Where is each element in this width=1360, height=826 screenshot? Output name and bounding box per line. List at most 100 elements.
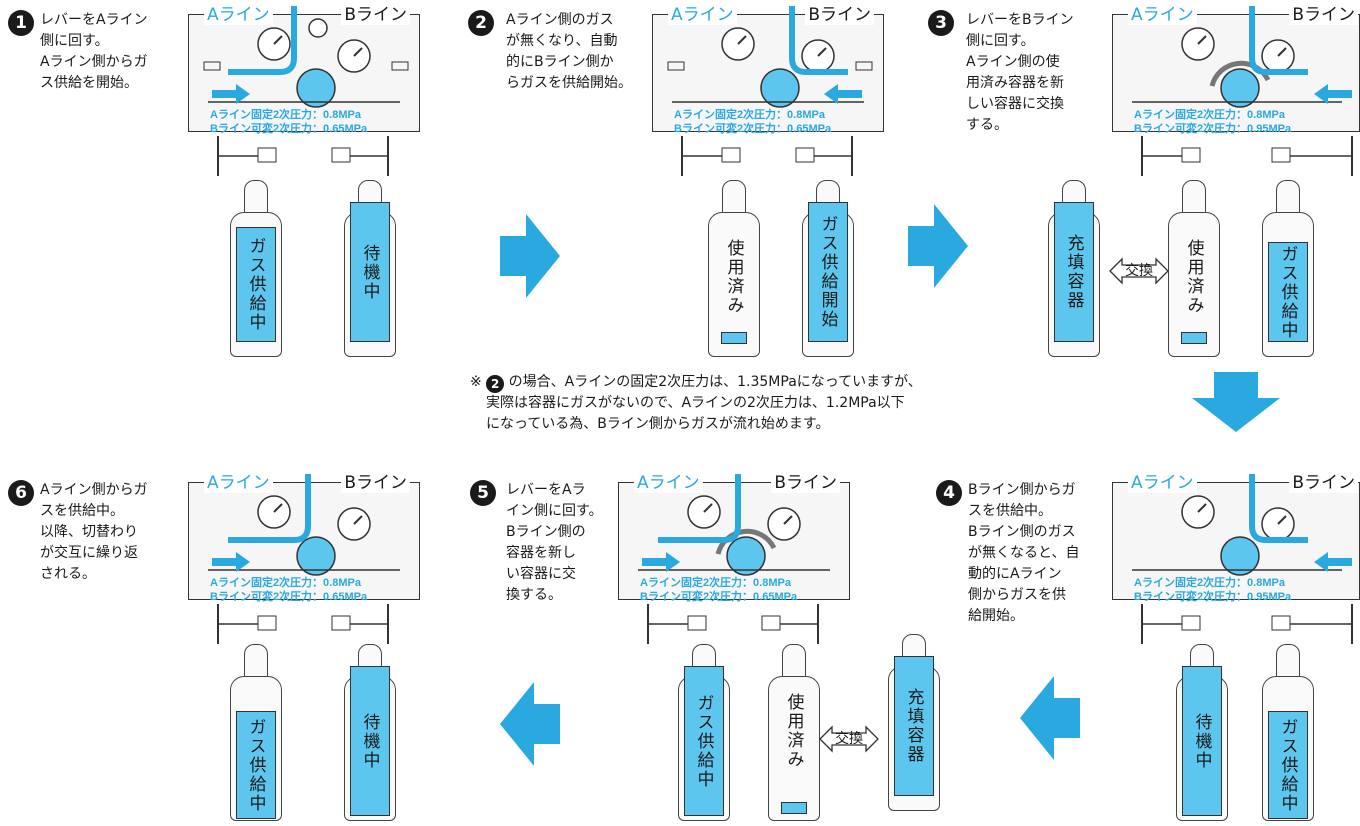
b-line-label: Bライン [341,0,410,25]
step-4-description: Bライン側からガ スを供給中。 Bライン側のガス が無くなると、自 動的にAライ… [968,480,1079,627]
step-3-line: レバーをBライン [966,12,1074,28]
step-2-description: Aライン側のガス が無くなり、自動 的にBライン側か らガスを供給開始。 [506,10,632,94]
a-line-label: Aライン [204,0,273,25]
cylinder-new: 充填容器 [884,626,944,811]
step-4-line: 動的にAライン [968,566,1062,582]
step-3-number: 3 [928,10,954,36]
step-1-line: 側に回す。 [40,33,109,49]
step-1-line: レバーをAライン [40,12,148,28]
regulator-panel-step-3: Aライン Bライン Aライン固定2次圧力：0.8MPa Bライン可変2次圧力：0… [1112,0,1360,136]
cylinder-status: ガス供給中 [1277,717,1298,813]
cylinder-status: 待機中 [359,243,380,301]
footnote-line: 実際は容器にガスがないので、Aラインの2次圧力は、1.2MPa以下 [486,395,905,411]
b-line-label: Bライン [1289,468,1358,493]
step-4-line: Bライン側からガ [968,482,1076,498]
cylinder-a: ガス供給中 [674,636,734,821]
step-4-line: が無くなると、自 [968,545,1080,561]
piping [1141,136,1353,176]
b-line-pressure: Bライン可変2次圧力：0.95MPa [1134,591,1292,603]
a-line-label: Aライン [1128,468,1197,493]
cylinder-status: ガス供給中 [245,717,266,813]
step-6-line: 以降、切替わり [40,524,138,540]
swap-indicator: 交換 [818,724,880,754]
piping [217,604,389,644]
a-line-label: Aライン [634,468,703,493]
a-line-pressure: Aライン固定2次圧力：0.8MPa [1134,109,1285,121]
step-6-line: Aライン側からガ [40,482,148,498]
step-4-line: 給開始。 [968,608,1024,624]
cylinder-status: 使用済み [783,693,804,769]
pressure-readout: Aライン固定2次圧力：0.8MPa Bライン可変2次圧力：0.95MPa [1134,576,1291,604]
cylinder-b: 待機中 [340,636,400,821]
cylinder-b: ガス供給中 [1258,636,1318,821]
step-3-line: する。 [966,117,1008,133]
step-1-line: ス供給を開始。 [40,75,138,91]
flow-arrow-right [500,214,560,298]
cylinder-b: 使用済み [764,636,824,821]
cylinder-status: 使用済み [723,239,744,315]
step-4-line: スを供給中。 [968,503,1052,519]
flow-arrow-left [500,682,560,766]
swap-label: 交換 [1125,263,1153,279]
cylinder-status: ガス供給中 [245,237,266,332]
cylinder-status: 充填容器 [903,688,924,764]
footnote: ※ 2 の場合、Aラインの固定2次圧力は、1.35MPaになっていますが、 実際… [470,372,922,435]
cylinder-a: 待機中 [1172,636,1232,821]
a-line-pressure: Aライン固定2次圧力：0.8MPa [640,577,791,589]
regulator-diagram [638,474,830,576]
b-line-label: Bライン [341,468,410,493]
step-6-line: される。 [40,566,96,582]
regulator-panel-step-6: Aライン Bライン Aライン固定2次圧力：0.8MPa Bライン可変2次圧力：0… [188,468,420,604]
regulator-panel-step-4: Aライン Bライン Aライン固定2次圧力：0.8MPa Bライン可変2次圧力：0… [1112,468,1360,604]
cylinder-new: 充填容器 [1044,172,1104,357]
step-5-description: レバーをAラ イン側に回す。 Bライン側の 容器を新し い容器に交 換する。 [506,480,603,606]
regulator-diagram [1132,474,1352,576]
cylinder-status: 充填容器 [1063,234,1084,310]
cylinder-a: 使用済み [1164,172,1224,357]
pressure-readout: Aライン固定2次圧力：0.8MPa Bライン可変2次圧力：0.65MPa [210,108,367,136]
step-1-line: Aライン側からガ [40,54,148,70]
swap-label: 交換 [835,731,863,747]
b-line-pressure: Bライン可変2次圧力：0.95MPa [1134,123,1292,135]
regulator-diagram [667,6,873,108]
pressure-readout: Aライン固定2次圧力：0.8MPa Bライン可変2次圧力：0.65MPa [674,108,831,136]
step-5-line: イン側に回す。 [506,503,603,519]
regulator-panel-step-2: Aライン Bライン Aライン固定2次圧力：0.8MPa Bライン可変2次圧力：0… [652,0,884,136]
flow-arrow-down [1192,372,1280,432]
piping [681,136,853,176]
b-line-pressure: Bライン可変2次圧力：0.65MPa [640,591,798,603]
regulator-diagram [1132,6,1352,108]
cylinder-status: 待機中 [359,712,380,770]
b-line-label: Bライン [771,468,840,493]
regulator-panel-step-5: Aライン Bライン Aライン固定2次圧力：0.8MPa Bライン可変2次圧力：0… [618,468,850,604]
piping [217,136,389,176]
step-6-line: スを供給中。 [40,503,124,519]
cylinder-b: ガス供給開始 [798,172,858,357]
step-6-description: Aライン側からガ スを供給中。 以降、切替わり が交互に繰り返 される。 [40,480,148,585]
step-3-line: Aライン側の使 [966,54,1060,70]
step-3-line: 用済み容器を新 [966,75,1064,91]
step-2-line: Aライン側のガス [506,12,614,28]
cylinder-a: 使用済み [704,172,764,357]
a-line-pressure: Aライン固定2次圧力：0.8MPa [210,109,361,121]
a-line-pressure: Aライン固定2次圧力：0.8MPa [210,577,361,589]
a-line-label: Aライン [668,0,737,25]
b-line-pressure: Bライン可変2次圧力：0.65MPa [674,123,832,135]
cylinder-b: 待機中 [340,172,400,357]
cylinder-status: ガス供給中 [1277,244,1298,340]
cylinder-status: 待機中 [1191,712,1212,770]
step-2-line: が無くなり、自動 [506,33,618,49]
step-5-number: 5 [470,480,496,506]
a-line-pressure: Aライン固定2次圧力：0.8MPa [1134,577,1285,589]
step-5-line: い容器に交 [506,566,576,582]
cylinder-status: ガス供給開始 [817,215,838,329]
cylinder-a: ガス供給中 [226,172,286,357]
b-line-pressure: Bライン可変2次圧力：0.65MPa [210,123,368,135]
step-4-line: Bライン側のガス [968,524,1076,540]
b-line-pressure: Bライン可変2次圧力：0.65MPa [210,591,368,603]
cylinder-b: ガス供給中 [1258,172,1318,357]
cylinder-status: 使用済み [1183,239,1204,315]
regulator-diagram [208,474,400,576]
flow-arrow-left [1020,676,1080,760]
a-line-pressure: Aライン固定2次圧力：0.8MPa [674,109,825,121]
